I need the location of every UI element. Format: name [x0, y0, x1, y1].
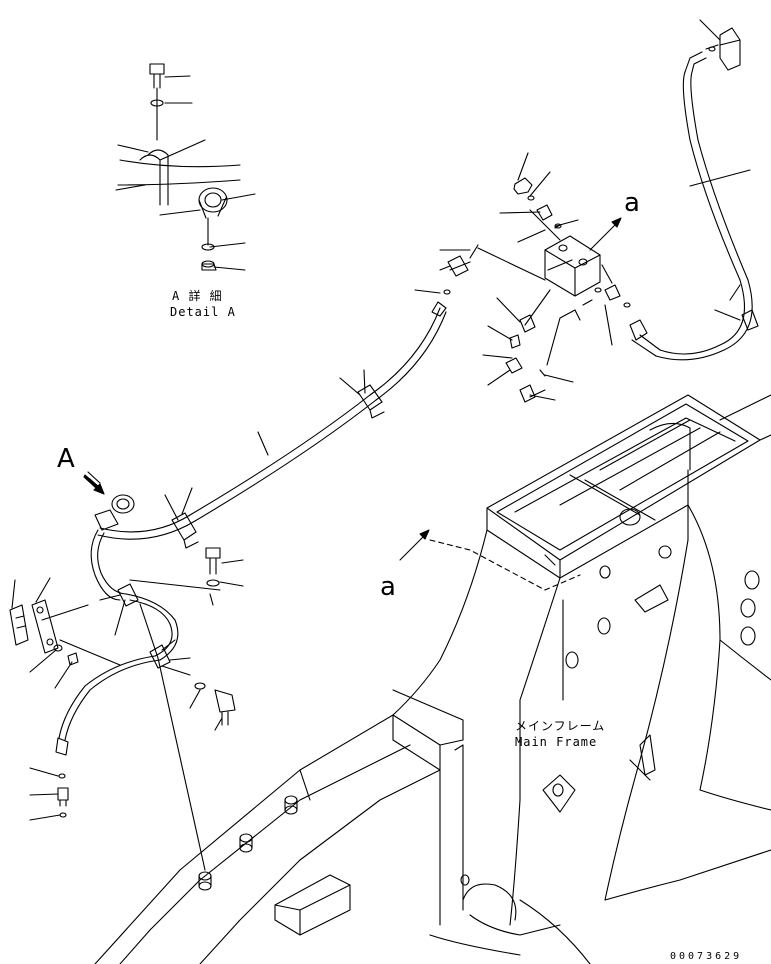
main-frame	[95, 395, 771, 964]
lower-left-parts	[10, 548, 243, 870]
detail-a-view	[116, 64, 255, 270]
view-marker-a: A	[57, 444, 75, 474]
arrow-a-frame-label: a	[380, 572, 396, 602]
main-frame-jp-label: メインフレーム	[515, 719, 606, 733]
detail-a-jp-label: A 詳 細	[172, 289, 223, 303]
view-arrow-a	[84, 472, 104, 494]
main-frame-en-label: Main Frame	[515, 735, 598, 749]
manifold-assembly	[415, 153, 630, 402]
drawing-code: 00073629	[670, 951, 743, 962]
main-hose-run	[56, 302, 446, 755]
upper-right-hose	[630, 20, 758, 360]
arrow-a-frame	[400, 530, 429, 560]
arrow-a-right-label: a	[624, 188, 640, 218]
detail-a-en-label: Detail A	[170, 305, 236, 319]
